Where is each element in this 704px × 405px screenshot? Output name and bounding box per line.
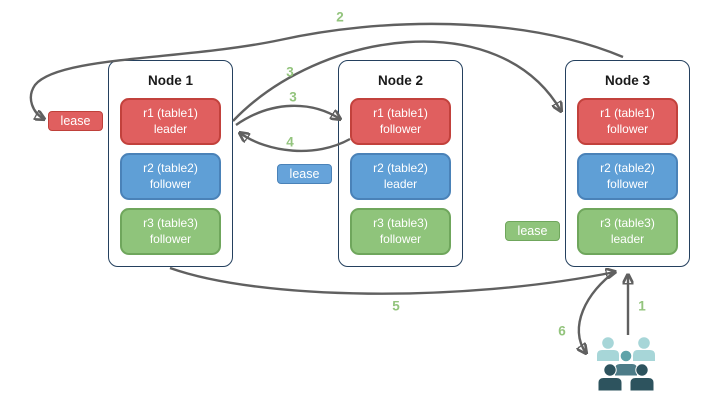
flow-label-2: 2	[336, 9, 344, 25]
replica-role: leader	[610, 231, 645, 246]
flow-label-3b: 3	[289, 89, 297, 105]
replica-label: r1 (table1)	[373, 105, 428, 120]
replica-label: r1 (table1)	[600, 105, 655, 120]
node1-replica-r1: r1 (table1) leader	[120, 98, 221, 145]
lease-badge-blue: lease	[277, 164, 332, 184]
node-title: Node 2	[377, 73, 423, 88]
replica-label: r3 (table3)	[600, 215, 655, 230]
node-3: Node 3 r1 (table1) follower r2 (table2) …	[565, 60, 690, 267]
replica-role: follower	[379, 231, 422, 246]
node-title: Node 1	[147, 73, 193, 88]
replica-role: follower	[606, 121, 649, 136]
users-group-icon	[597, 337, 655, 392]
lease-badge-green: lease	[505, 221, 560, 241]
replica-label: r3 (table3)	[143, 215, 198, 230]
node1-replica-r3: r3 (table3) follower	[120, 208, 221, 255]
node2-replica-r1: r1 (table1) follower	[350, 98, 451, 145]
flow-label-6: 6	[558, 323, 566, 339]
arrow-4-node2-to-node1-leader	[240, 133, 351, 153]
node3-replica-r1: r1 (table1) follower	[577, 98, 678, 145]
node3-replica-r2: r2 (table2) follower	[577, 153, 678, 200]
replica-role: follower	[149, 176, 192, 191]
replica-role: leader	[383, 176, 418, 191]
replica-label: r2 (table2)	[373, 160, 428, 175]
replica-role: follower	[149, 231, 192, 246]
flow-label-4: 4	[286, 134, 294, 150]
node2-replica-r2: r2 (table2) leader	[350, 153, 451, 200]
replica-role: follower	[379, 121, 422, 136]
arrow-3-node1-leader-to-node2-follower	[235, 104, 340, 126]
replica-label: r2 (table2)	[600, 160, 655, 175]
node-title: Node 3	[604, 73, 650, 88]
lease-badge-red: lease	[48, 111, 103, 131]
flow-label-1: 1	[638, 298, 646, 314]
node-1: Node 1 r1 (table1) leader r2 (table2) fo…	[108, 60, 233, 267]
node-2: Node 2 r1 (table1) follower r2 (table2) …	[338, 60, 463, 267]
flow-label-3a: 3	[286, 64, 294, 80]
node2-replica-r3: r3 (table3) follower	[350, 208, 451, 255]
node3-replica-r3: r3 (table3) leader	[577, 208, 678, 255]
arrow-5-node1-to-node3	[169, 268, 615, 295]
replica-label: r3 (table3)	[373, 215, 428, 230]
replica-label: r2 (table2)	[143, 160, 198, 175]
replica-role: follower	[606, 176, 649, 191]
flow-label-5: 5	[392, 298, 400, 314]
replica-label: r1 (table1)	[143, 105, 198, 120]
node1-replica-r2: r2 (table2) follower	[120, 153, 221, 200]
replica-role: leader	[153, 121, 188, 136]
